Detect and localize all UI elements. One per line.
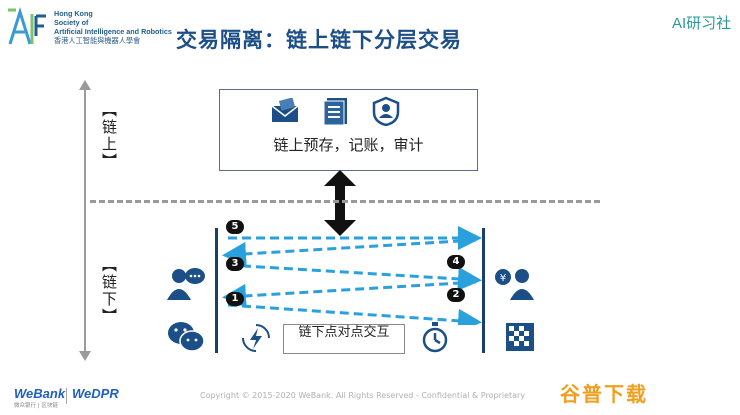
svg-text:¥: ¥: [500, 273, 506, 284]
arrow-line: [222, 280, 477, 308]
org-name-line: Hong Kong: [54, 9, 93, 18]
user-chat-icon: [167, 268, 205, 300]
wedpr-logo: WeDPR: [72, 386, 119, 401]
org-name: Hong Kong Society of Artificial Intellig…: [54, 9, 172, 45]
user-payment-icon: ¥: [495, 269, 534, 300]
layer-link-double-arrow-icon: [324, 170, 356, 236]
step-badge: 1: [226, 292, 244, 306]
hksair-logo: [8, 6, 46, 45]
qr-code-icon: [506, 323, 534, 351]
document-icon: [323, 98, 347, 126]
slide-title: 交易隔离：链上链下分层交易: [176, 28, 462, 52]
download-watermark: 谷普下载: [560, 382, 648, 406]
envelope-money-icon: [271, 98, 299, 122]
org-name-line: Society of: [54, 18, 89, 27]
webank-subtitle: 微众银行 | 区块链: [14, 403, 58, 409]
copyright-text: Copyright © 2015-2020 WeBank. All Rights…: [200, 391, 526, 400]
layer-axis: [84, 86, 86, 351]
offchain-p2p-box: 链下点对点交互: [283, 324, 405, 354]
offchain-label: 【链下】: [99, 257, 120, 325]
step-badge: 3: [226, 257, 244, 271]
left-party-bar: [215, 228, 218, 353]
wechat-icon: [168, 322, 205, 352]
right-party-bar: [482, 228, 485, 353]
step-badge: 2: [447, 288, 465, 302]
onchain-text: 链上预存，记账，审计: [273, 136, 424, 154]
arrow-line: [222, 238, 477, 266]
step-badge: 5: [226, 220, 244, 234]
onchain-label: 【链上】: [99, 102, 120, 170]
org-name-line: 香港人工智能與機器人學會: [54, 36, 141, 45]
stopwatch-icon: [422, 322, 448, 353]
axis-arrow-up-icon: [79, 80, 91, 90]
step-badge: 4: [447, 255, 465, 269]
axis-arrow-down-icon: [79, 351, 91, 361]
shield-user-icon: [372, 96, 400, 126]
interaction-arrows: [222, 226, 482, 325]
onchain-panel: 链上预存，记账，审计: [219, 89, 478, 171]
org-name-line: Artificial Intelligence and Robotics: [54, 27, 172, 36]
layer-divider: [90, 200, 600, 203]
ai-yanxishe-badge: AI研习社: [672, 15, 732, 32]
arrow-line: [227, 263, 482, 291]
footer-separator: [66, 388, 67, 404]
lightning-sync-icon: [242, 324, 270, 352]
webank-logo: WeBank: [14, 386, 66, 401]
